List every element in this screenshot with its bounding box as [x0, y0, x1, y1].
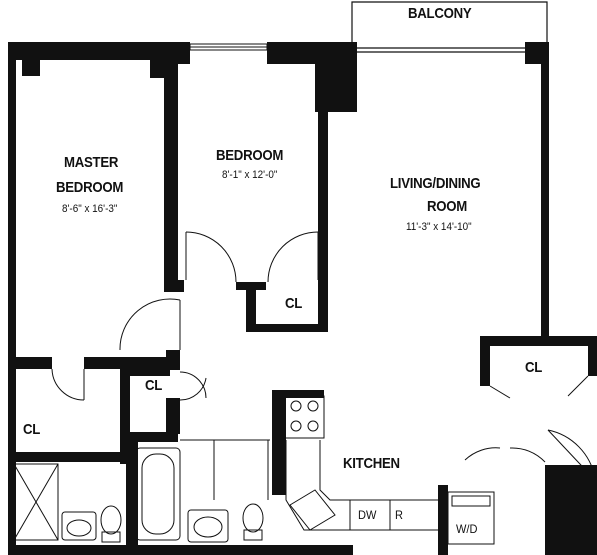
door-swing: [489, 385, 511, 399]
door-swing: [464, 447, 501, 461]
bathtub-icon: [135, 447, 181, 541]
wall: [545, 465, 597, 555]
closet-label: CL: [525, 359, 543, 376]
wall: [588, 336, 597, 376]
door-swing: [509, 447, 546, 463]
door-swing: [547, 429, 596, 479]
wall: [272, 390, 286, 495]
bedroom-dimensions: 8'-1" x 12'-0": [222, 169, 278, 181]
wall: [246, 282, 256, 332]
wall: [84, 357, 180, 369]
wall: [164, 60, 178, 288]
washer-dryer-icon: [447, 491, 495, 545]
wall: [8, 357, 52, 369]
wall: [120, 369, 130, 464]
wall: [22, 42, 40, 76]
toilet-icon: [100, 505, 122, 535]
living-dining-dimensions: 11'-3" x 14'-10": [406, 221, 472, 233]
living-dining-label: ROOM: [427, 198, 468, 215]
door-swing: [179, 371, 207, 399]
wall: [164, 280, 184, 292]
door-swing: [119, 298, 181, 351]
wall: [318, 280, 328, 330]
shower-icon: [13, 463, 59, 541]
wall: [8, 42, 16, 552]
closet-label: CL: [145, 377, 163, 394]
door-swing: [547, 429, 596, 481]
door-swing: [267, 231, 319, 283]
master-bedroom-label: BEDROOM: [56, 179, 124, 196]
wall: [130, 432, 178, 442]
washer-dryer-label: W/D: [456, 522, 478, 536]
wall: [438, 485, 448, 555]
wall: [318, 60, 328, 288]
sink-icon: [289, 489, 336, 531]
kitchen-counter: [285, 440, 441, 531]
wall: [246, 324, 328, 332]
bedroom-label: BEDROOM: [216, 147, 284, 164]
wall: [122, 368, 170, 376]
dishwasher-label: DW: [358, 508, 377, 522]
wall: [480, 336, 597, 346]
wall: [541, 42, 549, 338]
wall: [166, 398, 180, 434]
door-swing: [185, 231, 237, 283]
living-dining-label: LIVING/DINING: [390, 175, 481, 192]
master-bedroom-label: MASTER: [64, 154, 119, 171]
wall: [8, 545, 353, 555]
wall: [166, 350, 180, 370]
master-bedroom-dimensions: 8'-6" x 16'-3": [62, 203, 118, 215]
stove-icon: [283, 395, 325, 439]
closet-label: CL: [23, 421, 41, 438]
door-swing: [179, 377, 207, 401]
wall: [8, 452, 128, 462]
wall: [126, 432, 138, 552]
closet-label: CL: [285, 295, 303, 312]
wall: [272, 390, 324, 398]
wall: [480, 336, 490, 386]
refrigerator-label: R: [395, 508, 403, 522]
door-swing: [51, 368, 85, 401]
balcony-label: BALCONY: [408, 5, 472, 22]
balcony-outline: [351, 1, 548, 42]
wall: [525, 42, 545, 64]
kitchen-label: KITCHEN: [343, 455, 400, 472]
sink-icon: [61, 511, 97, 541]
sink-icon: [187, 509, 229, 543]
toilet-icon: [242, 503, 264, 533]
door-swing: [567, 375, 589, 397]
